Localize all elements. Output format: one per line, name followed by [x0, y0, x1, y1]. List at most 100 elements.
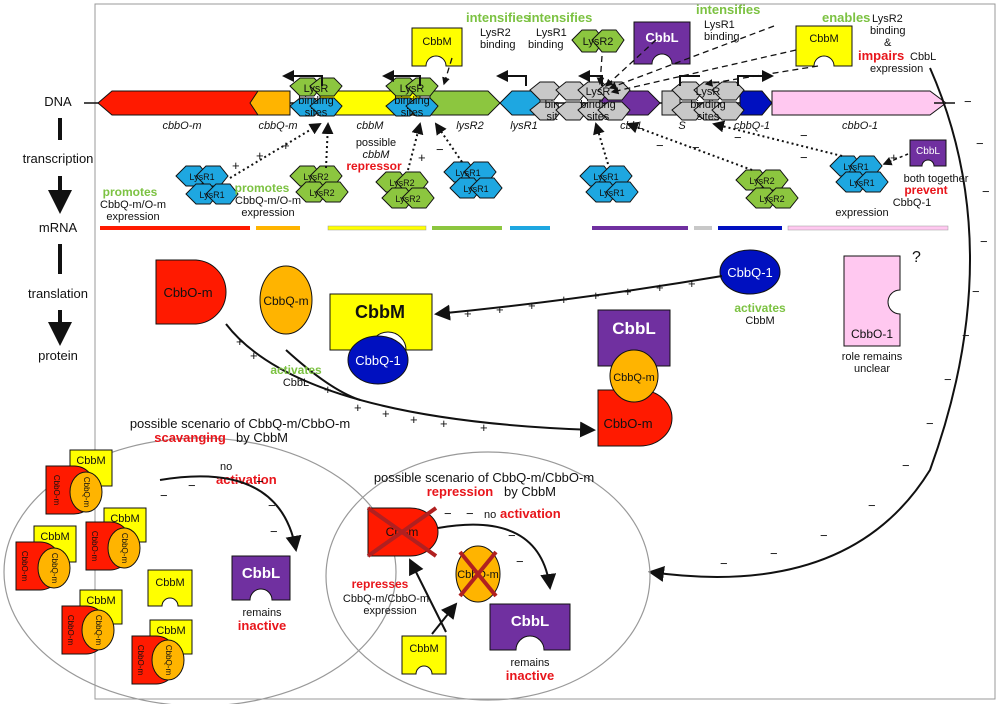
svg-text:CbbQ-m: CbbQ-m [263, 294, 308, 308]
binding-site-2: LysR binding sites [385, 77, 439, 119]
binding-site-4: LysR binding sites [671, 81, 745, 123]
protein-cbbM-complex: CbbM CbbQ-1 [329, 293, 433, 385]
svg-text:CbbM: CbbM [409, 643, 438, 655]
svg-text:sit: sit [547, 111, 558, 123]
s1-complex-2: CbbM CbbO-m CbbQ-m [85, 507, 147, 571]
svg-text:LysR2: LysR2 [759, 194, 784, 204]
plus-signs-act: + + + + + + + + [236, 334, 488, 435]
svg-text:−: − [256, 474, 264, 489]
reg-lysR1-a: LysR1 LysR1 [175, 165, 239, 205]
svg-text:−: − [444, 506, 452, 521]
svg-text:bin: bin [545, 99, 560, 111]
s1-minus-signs: − − − − − [160, 474, 278, 539]
svg-text:LysR: LysR [696, 86, 721, 98]
svg-text:CbbL: CbbL [612, 319, 655, 338]
svg-text:+: + [354, 400, 362, 415]
svg-text:LysR2: LysR2 [749, 176, 774, 186]
t4-d: CbbL [910, 51, 936, 63]
protein-cbbOm: CbbO-m [155, 259, 227, 325]
t3-b: binding [704, 31, 739, 43]
activates-cbbm: activates [734, 301, 786, 315]
sign-7: − [692, 140, 700, 155]
binding-site-1: LysR binding sites [289, 77, 343, 119]
level-mrna: mRNA [39, 220, 78, 235]
level-protein: protein [38, 348, 78, 363]
svg-text:CbbO-m: CbbO-m [90, 531, 99, 562]
s1-activation: activation [216, 472, 277, 487]
svg-text:CbbL: CbbL [242, 565, 280, 582]
s2-repress-arrow-1 [431, 602, 458, 635]
protein-cbbL-complex: CbbL CbbQ-m CbbO-m [597, 309, 673, 447]
svg-text:−: − [962, 328, 970, 343]
cbbq1-label: CbbQ-1 [893, 197, 932, 209]
s2-repress-arrow-2 [409, 558, 447, 633]
svg-text:−: − [902, 458, 910, 473]
long-arc [648, 67, 971, 582]
gene-label-cbbQm: cbbQ-m [258, 120, 297, 132]
svg-text:CbbO-m: CbbO-m [66, 615, 75, 646]
t1-a: LysR2 [480, 27, 511, 39]
activates-cbbl: activates [270, 363, 322, 377]
q1-to-cbbm-arrow [434, 275, 723, 321]
sign-1: + [232, 158, 240, 173]
t4-c: & [884, 37, 892, 49]
s2-cbbOm-crossed: Cb -m [366, 506, 439, 558]
sign-2: + [256, 148, 264, 163]
svg-text:CbbQ-1: CbbQ-1 [355, 353, 401, 368]
top-cbbL: CbbL [633, 21, 691, 65]
svg-text:+: + [464, 306, 472, 321]
gene-lysR2 [429, 90, 501, 116]
t2-b: binding [528, 39, 563, 51]
s1-remains: remains [242, 607, 282, 619]
svg-text:+: + [236, 334, 244, 349]
activates-cbbm-b: CbbM [745, 315, 774, 327]
s2-no: no [484, 509, 496, 521]
promoter-arrows [282, 70, 774, 86]
svg-text:−: − [926, 416, 934, 431]
svg-text:LysR1: LysR1 [455, 168, 480, 178]
possible-cbbm: cbbM [363, 149, 391, 161]
svg-text:CbbL: CbbL [511, 613, 549, 630]
promotes-1-b: expression [106, 211, 159, 223]
top-cbbM-1: CbbM [411, 27, 463, 67]
svg-text:CbbM: CbbM [355, 302, 405, 322]
svg-text:+: + [656, 280, 664, 295]
top-lysR2: LysR2 [571, 29, 625, 53]
svg-text:+: + [496, 302, 504, 317]
cbbL-to-lysR1-arrow [882, 153, 909, 166]
s1-complex-4: CbbM CbbO-m CbbQ-m [61, 589, 123, 655]
dotted-arrows [229, 120, 843, 179]
promotes-2-a: CbbQ-m/O-m [235, 195, 301, 207]
svg-text:+: + [624, 284, 632, 299]
svg-text:LysR1: LysR1 [843, 162, 868, 172]
gene-label-cbbL: cbbL [620, 120, 644, 132]
svg-text:LysR2: LysR2 [583, 36, 614, 48]
s2-remains: remains [510, 657, 550, 669]
role-1: role remains [842, 351, 903, 363]
gene-label-cbbOm: cbbO-m [162, 120, 201, 132]
t4-green: enables [822, 10, 870, 25]
svg-text:+: + [688, 276, 696, 291]
svg-text:−: − [944, 372, 952, 387]
svg-text:binding: binding [690, 99, 725, 111]
s1-by: by CbbM [236, 430, 288, 445]
promotes-1: promotes [103, 185, 158, 199]
level-dna: DNA [44, 94, 72, 109]
s1-arrow [159, 475, 302, 552]
svg-text:+: + [410, 412, 418, 427]
svg-text:CbbM: CbbM [86, 595, 115, 607]
s2-rep-a: CbbQ-m/CbbO-m [343, 593, 429, 605]
sign-9: − [800, 128, 808, 143]
gene-cbbO1 [771, 90, 947, 116]
svg-text:LysR1: LysR1 [463, 184, 488, 194]
s2-title: possible scenario of CbbQ-m/CbbO-m [374, 470, 594, 485]
sign-6: − [656, 138, 664, 153]
svg-text:binding: binding [580, 99, 615, 111]
svg-text:LysR2: LysR2 [309, 188, 334, 198]
svg-text:−: − [268, 498, 276, 513]
svg-text:binding: binding [298, 95, 333, 107]
level-transcription: transcription [23, 151, 94, 166]
s2-red: repression [427, 484, 494, 499]
gene-label-lysR2: lysR2 [456, 120, 484, 132]
svg-text:CbbO-m: CbbO-m [163, 285, 212, 300]
